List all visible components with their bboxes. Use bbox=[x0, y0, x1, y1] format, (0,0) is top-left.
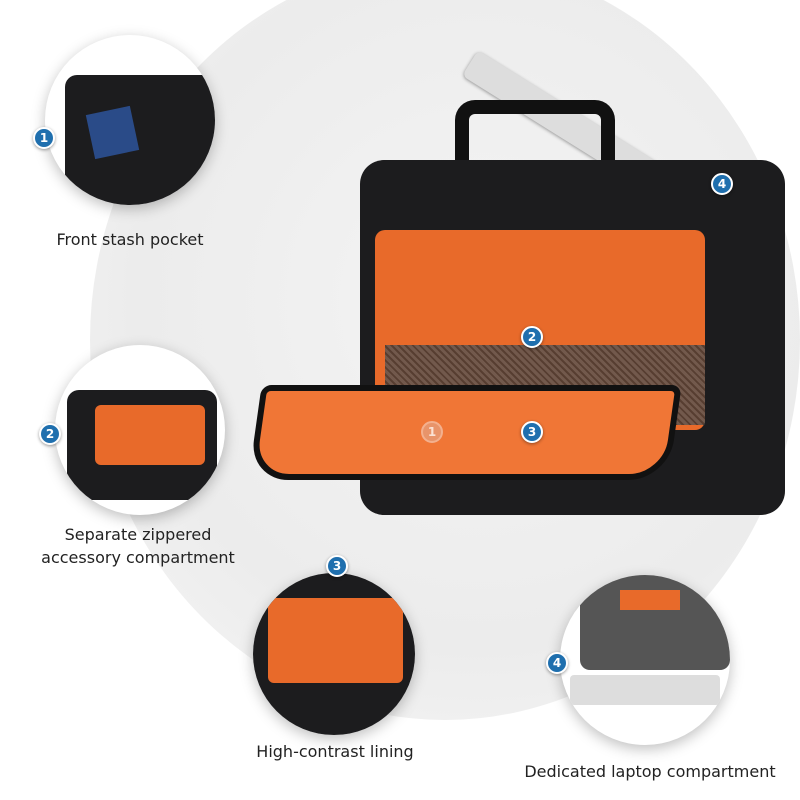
front-pocket-image bbox=[45, 35, 215, 205]
main-badge-1: 1 bbox=[421, 421, 443, 443]
front-flap bbox=[248, 385, 682, 480]
bag-lining bbox=[95, 405, 205, 465]
callout-label-3: High-contrast lining bbox=[256, 742, 414, 761]
bag-body bbox=[65, 75, 215, 205]
lining-image bbox=[253, 573, 415, 735]
callout-label-2-line-2: accessory compartment bbox=[41, 548, 235, 567]
bag-lining bbox=[268, 598, 403, 683]
callout-badge-1: 1 bbox=[33, 127, 55, 149]
main-badge-3: 3 bbox=[521, 421, 543, 443]
callout-label-1: Front stash pocket bbox=[56, 230, 204, 249]
callout-label-4: Dedicated laptop compartment bbox=[524, 762, 776, 781]
callout-label-2: Separate zippered accessory compartment bbox=[28, 523, 248, 569]
accessory-compartment-image bbox=[55, 345, 225, 515]
callout-label-2-line-1: Separate zippered bbox=[64, 525, 212, 544]
main-badge-2: 2 bbox=[521, 326, 543, 348]
laptop-compartment-image bbox=[560, 575, 730, 745]
callout-badge-3: 3 bbox=[326, 555, 348, 577]
main-badge-4: 4 bbox=[711, 173, 733, 195]
passport bbox=[85, 105, 140, 160]
bag-lining bbox=[620, 590, 680, 610]
laptop bbox=[570, 675, 720, 705]
callout-badge-2: 2 bbox=[39, 423, 61, 445]
callout-badge-4: 4 bbox=[546, 652, 568, 674]
